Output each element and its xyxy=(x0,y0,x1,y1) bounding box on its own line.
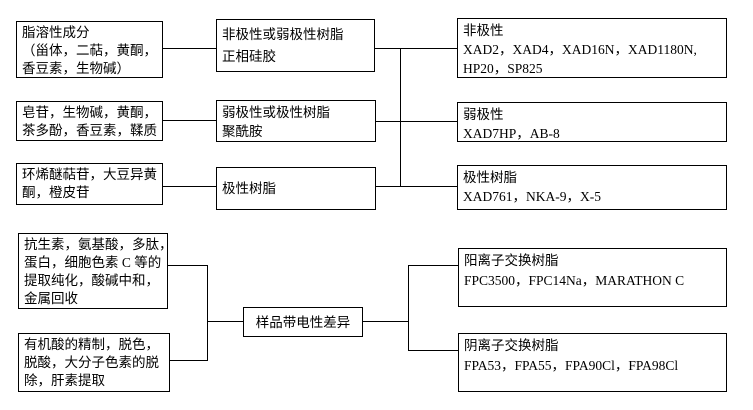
connector-h-line xyxy=(376,121,457,122)
box-weak-polar-resins-list: 弱极性 XAD7HP，AB-8 xyxy=(457,102,727,142)
box-text-line: 有机酸的精制，脱色， xyxy=(24,337,159,352)
box-text-line: 极性树脂 xyxy=(463,170,517,185)
box-antibiotics-amino-acids-purification: 抗生素，氨基酸，多肽， 蛋白，细胞色素 C 等的 提取纯化，酸碱中和， 金属回收 xyxy=(18,233,173,309)
box-text-line: 极性树脂 xyxy=(222,181,276,196)
box-text-line: 弱极性或极性树脂 xyxy=(222,105,330,120)
box-polar-resins-list: 极性树脂 XAD761，NKA-9，X-5 xyxy=(457,165,727,210)
box-anion-exchange-resins-list: 阴离子交换树脂 FPA53，FPA55，FPA90Cl，FPA98Cl xyxy=(458,333,727,392)
box-text-line: 抗生素，氨基酸，多肽， xyxy=(24,237,173,252)
connector-v-line xyxy=(408,265,409,351)
box-text-line: 脂溶性成分 xyxy=(22,25,90,40)
box-text-line: 环烯醚萜苷，大豆异黄 xyxy=(22,167,157,182)
box-text-line: 弱极性 xyxy=(463,107,504,122)
box-cation-exchange-resins-list: 阳离子交换树脂 FPC3500，FPC14Na，MARATHON C xyxy=(458,248,727,307)
box-text-line: FPA53，FPA55，FPA90Cl，FPA98Cl xyxy=(464,358,679,373)
box-text-line: XAD2，XAD4，XAD16N，XAD1180N, xyxy=(463,42,697,57)
box-text-line: 茶多酚，香豆素，鞣质 xyxy=(22,123,157,138)
box-lipid-soluble-components: 脂溶性成分 （甾体，二萜，黄酮， 香豆素，生物碱） xyxy=(16,21,163,78)
connector-h-line xyxy=(207,321,243,322)
connector-v-line xyxy=(400,48,401,187)
connector-h-line xyxy=(163,186,216,187)
connector-h-line xyxy=(363,321,408,322)
box-text-line: 香豆素，生物碱） xyxy=(22,61,130,76)
box-text-line: 提取纯化，酸碱中和， xyxy=(24,273,159,288)
box-nonpolar-or-weak-polar-resin: 非极性或弱极性树脂 正相硅胶 xyxy=(216,19,375,72)
box-sample-charge-difference: 样品带电性差异 xyxy=(243,307,363,337)
box-text-line: 非极性 xyxy=(463,23,504,38)
box-text-line: 阴离子交换树脂 xyxy=(464,338,559,353)
connector-h-line xyxy=(163,120,216,121)
box-text-line: 正相硅胶 xyxy=(222,49,276,64)
box-text-line: 阳离子交换树脂 xyxy=(464,253,559,268)
box-text-line: 蛋白，细胞色素 C 等的 xyxy=(24,255,162,270)
connector-h-line xyxy=(408,265,458,266)
connector-h-line xyxy=(376,186,457,187)
box-organic-acid-refining-heparin: 有机酸的精制，脱色， 脱酸，大分子色素的脱 除，肝素提取 xyxy=(18,333,170,392)
box-text-line: 非极性或弱极性树脂 xyxy=(222,27,344,42)
connector-h-line xyxy=(168,265,208,266)
box-text-line: XAD761，NKA-9，X-5 xyxy=(463,189,601,204)
box-text-line: 聚酰胺 xyxy=(222,124,263,139)
box-weak-polar-or-polar-resin: 弱极性或极性树脂 聚酰胺 xyxy=(216,100,376,142)
box-iridoid-glycosides-isoflavones: 环烯醚萜苷，大豆异黄 酮，橙皮苷 xyxy=(16,163,163,205)
connector-v-line xyxy=(207,265,208,361)
box-text-line: 皂苷，生物碱，黄酮， xyxy=(22,105,157,120)
connector-h-line xyxy=(375,48,457,49)
box-polar-resin: 极性树脂 xyxy=(216,167,376,210)
connector-h-line xyxy=(408,350,458,351)
box-text-line: （甾体，二萜，黄酮， xyxy=(22,43,157,58)
box-text-line: 除，肝素提取 xyxy=(24,373,105,388)
connector-h-line xyxy=(170,360,208,361)
box-text-line: XAD7HP，AB-8 xyxy=(463,126,560,141)
box-text-line: 样品带电性差异 xyxy=(255,314,351,330)
box-text-line: FPC3500，FPC14Na，MARATHON C xyxy=(464,273,685,288)
box-saponins-alkaloids-flavones: 皂苷，生物碱，黄酮， 茶多酚，香豆素，鞣质 xyxy=(16,101,163,141)
box-text-line: 金属回收 xyxy=(24,291,78,306)
box-nonpolar-resins-list: 非极性 XAD2，XAD4，XAD16N，XAD1180N, HP20，SP82… xyxy=(457,18,727,78)
box-text-line: 酮，橙皮苷 xyxy=(22,185,90,200)
box-text-line: 脱酸，大分子色素的脱 xyxy=(24,355,159,370)
box-text-line: HP20，SP825 xyxy=(463,61,543,76)
connector-h-line xyxy=(163,48,216,49)
